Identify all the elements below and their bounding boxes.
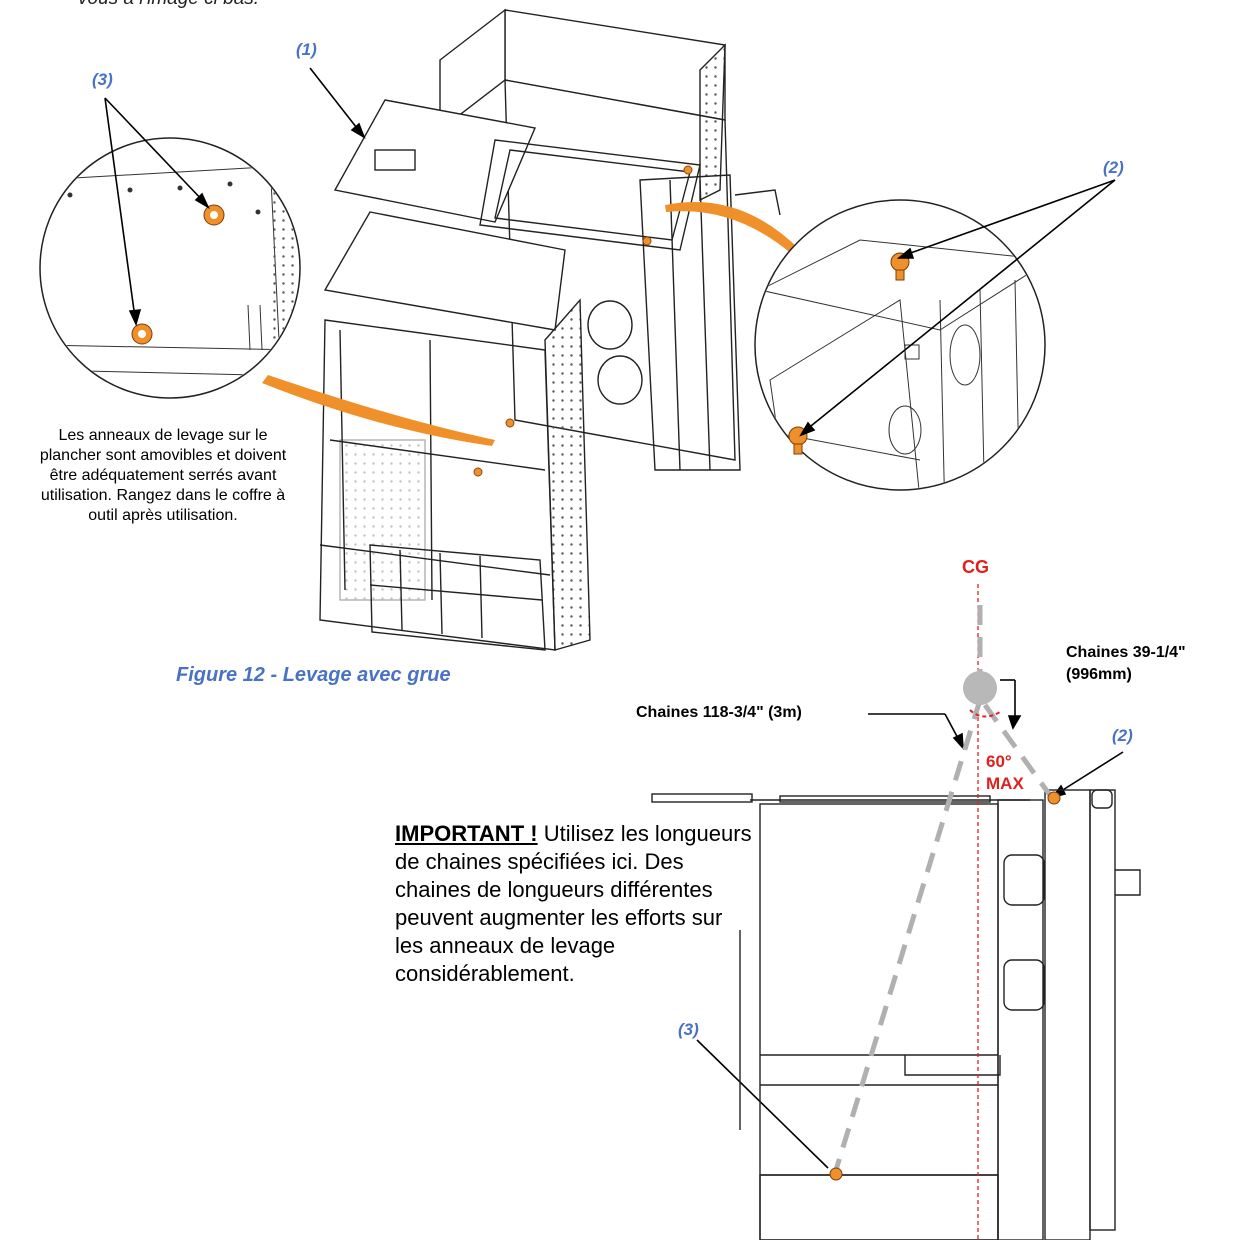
machine-isometric bbox=[319, 8, 781, 651]
callout-3-top: (3) bbox=[92, 70, 113, 89]
callout-2-top: (2) bbox=[1103, 158, 1124, 177]
chain-short-label-1: Chaines 39-1/4" bbox=[1066, 644, 1186, 661]
machine-lifting-rings bbox=[473, 165, 693, 477]
chain-long-label: Chaines 118-3/4" (3m) bbox=[636, 704, 802, 721]
leader-band-right bbox=[665, 202, 800, 256]
removable-rings-note: Les anneaux de levage sur le plancher so… bbox=[39, 427, 287, 524]
callout-2-bottom: (2) bbox=[1112, 726, 1133, 745]
ring-floor-bottomview bbox=[829, 1167, 843, 1181]
angle-label-value: 60° bbox=[986, 752, 1012, 771]
cg-hook bbox=[963, 671, 997, 705]
ring-top-bottomview bbox=[1047, 791, 1061, 805]
angle-arc bbox=[969, 709, 1001, 718]
machine-side-view bbox=[651, 789, 1141, 1240]
figure-caption: Figure 12 - Levage avec grue bbox=[176, 664, 451, 686]
cg-label: CG bbox=[962, 557, 989, 577]
intro-text-fragment: vous à l'image ci bas. bbox=[78, 0, 259, 10]
chain-short-label-2: (996mm) bbox=[1066, 666, 1132, 683]
callout-3-bottom: (3) bbox=[678, 1020, 699, 1039]
zoom-circle-right bbox=[754, 199, 1046, 491]
callout-1: (1) bbox=[296, 40, 317, 59]
important-keyword: IMPORTANT ! bbox=[395, 821, 538, 846]
angle-label-max: MAX bbox=[986, 774, 1024, 793]
important-note: IMPORTANT ! Utilisez les longueurs de ch… bbox=[395, 820, 755, 988]
leader-band-left bbox=[262, 375, 495, 446]
zoom-circle-left bbox=[39, 137, 301, 399]
important-text: Utilisez les longueurs de chaines spécif… bbox=[395, 821, 752, 986]
